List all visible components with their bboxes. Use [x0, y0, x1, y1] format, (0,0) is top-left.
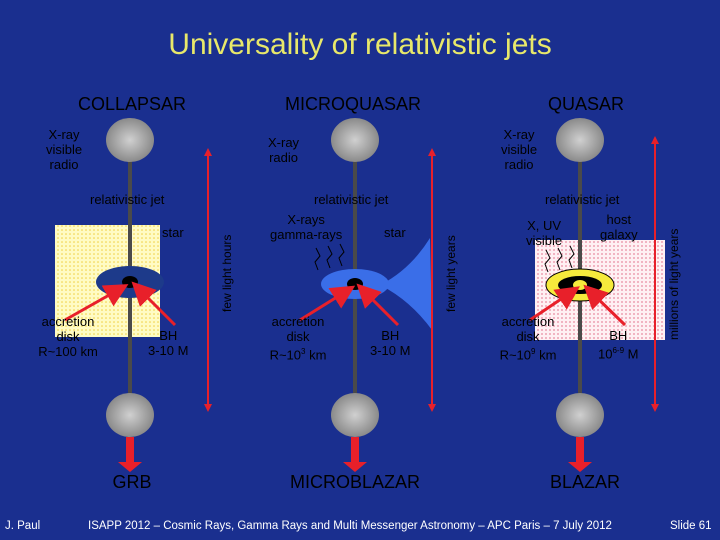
microquasar-lobe-top [331, 118, 379, 162]
footer-event: ISAPP 2012 – Cosmic Rays, Gamma Rays and… [88, 520, 612, 532]
collapsar-bh-label: BH 3-10 M [148, 328, 189, 358]
microquasar-jet-label: relativistic jet [314, 192, 389, 207]
quasar-jet-label: relativistic jet [545, 192, 620, 207]
quasar-black-hole [573, 280, 587, 290]
microquasar-emission-arrows [314, 243, 345, 271]
quasar-emission-arrows [544, 245, 575, 273]
microquasar-graphic [299, 118, 432, 472]
microquasar-companion-star [380, 238, 432, 330]
collapsar-disk-arrow [64, 284, 129, 322]
microquasar-lobe-bottom [331, 393, 379, 437]
collapsar-result: GRB [112, 472, 152, 492]
quasar-companion-emission: X, UV visible [526, 218, 563, 248]
quasar-title: QUASAR [547, 94, 625, 114]
microquasar-timescale: few light years [444, 235, 458, 312]
microquasar-emission-label: X-ray radio [268, 135, 300, 165]
collapsar-jet-label: relativistic jet [90, 192, 165, 207]
quasar-result: BLAZAR [549, 472, 621, 492]
scale-bar-millions [651, 136, 659, 412]
collapsar-emission-label: X-ray visible radio [45, 127, 83, 172]
quasar-graphic [529, 118, 665, 472]
quasar-timescale: millions of light years [667, 228, 681, 340]
quasar-bh-arrow [583, 284, 627, 327]
scale-bar-years [428, 148, 436, 412]
collapsar-graphic [55, 118, 177, 472]
footer-slide-number: Slide 61 [670, 520, 712, 532]
collapsar-lobe-bottom [106, 393, 154, 437]
microquasar-bh-arrow [356, 283, 400, 327]
slide-title: Universality of relativistic jets [168, 28, 552, 61]
collapsar-lobe-top [106, 118, 154, 162]
quasar-disk-arrow [529, 286, 580, 322]
footer-author: J. Paul [5, 520, 41, 532]
microquasar-black-hole [347, 278, 363, 290]
scale-bar-hours [204, 148, 212, 412]
microquasar-companion-emission: X-rays gamma-rays [270, 212, 343, 242]
collapsar-star-label: star [162, 225, 184, 240]
collapsar-title: COLLAPSAR [77, 94, 187, 114]
microquasar-star-label: star [384, 225, 406, 240]
collapsar-timescale: few light hours [220, 234, 234, 312]
quasar-disk-label: accretion disk R~109 km [499, 314, 557, 363]
collapsar-bh-arrow [131, 281, 177, 327]
microquasar-disk-label: accretion disk R~103 km [269, 314, 327, 363]
quasar-lobe-bottom [556, 393, 604, 437]
microquasar-bh-label: BH 3-10 M [370, 328, 411, 358]
quasar-lobe-top [556, 118, 604, 162]
quasar-host-label: host galaxy [600, 212, 638, 242]
collapsar-disk-label: accretion disk R~100 km [38, 314, 98, 359]
microquasar-disk-arrow [299, 285, 356, 322]
quasar-emission-label: X-ray visible radio [500, 127, 538, 172]
microquasar-title: MICROQUASAR [284, 94, 421, 114]
collapsar-black-hole [122, 276, 138, 288]
microquasar-result: MICROBLAZAR [289, 472, 421, 492]
